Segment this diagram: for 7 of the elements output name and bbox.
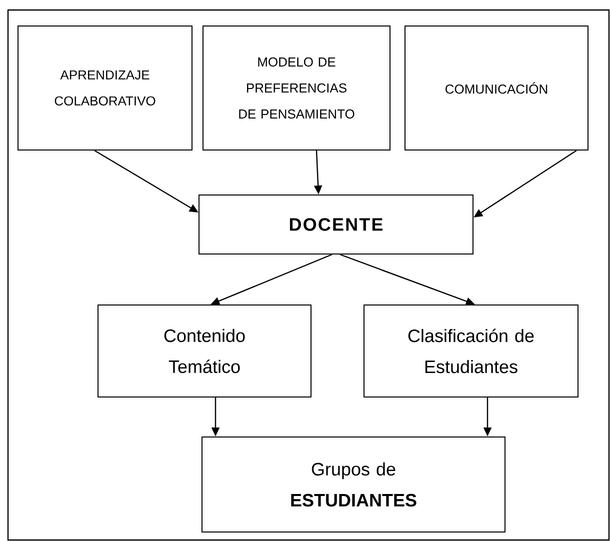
result-box: Grupos de ESTUDIANTES bbox=[202, 436, 506, 532]
concept-box: COMUNICACIÓN bbox=[404, 26, 588, 150]
concept-box: MODELO DE PREFERENCIAS DE PENSAMIENTO bbox=[202, 26, 390, 150]
central-box: DOCENTE bbox=[198, 194, 474, 254]
process-box: Contenido Temático bbox=[98, 304, 312, 398]
process-box: Clasificación de Estudiantes bbox=[364, 304, 578, 398]
concept-box: APRENDIZAJE COLABORATIVO bbox=[18, 26, 192, 150]
